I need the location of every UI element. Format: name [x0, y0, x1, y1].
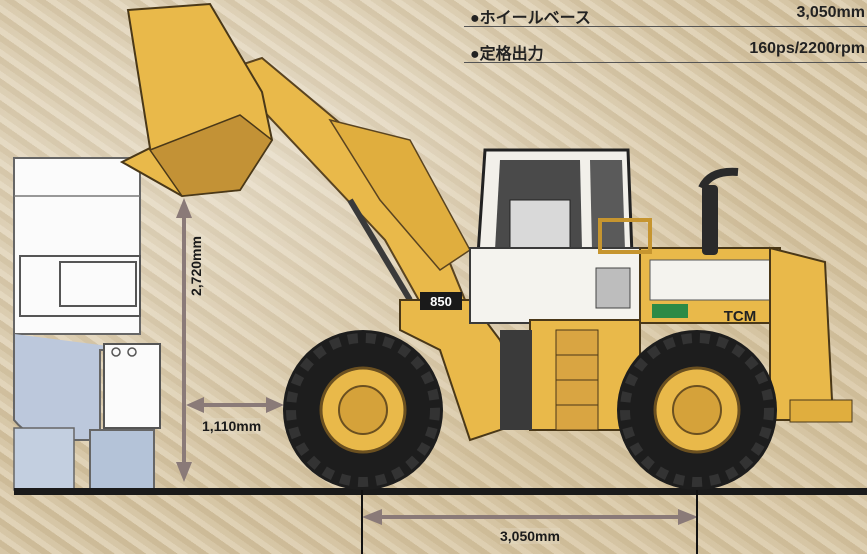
spec-row-rated-output: ●定格出力 160ps/2200rpm — [464, 36, 867, 63]
dump-truck — [13, 157, 161, 491]
clearance-dimension-label: 1,110mm — [202, 418, 262, 434]
spec-label: ●ホイールベース — [470, 10, 591, 27]
wheelbase-dimension-arrow — [362, 509, 698, 525]
spec-row-wheelbase: ●ホイールベース 3,050mm — [464, 0, 867, 27]
wheel-loader: 850 TCM — [119, 2, 853, 490]
height-dimension-label: 2,720mm — [188, 236, 204, 296]
rear-wheel — [617, 330, 777, 490]
height-dimension-arrow — [176, 198, 192, 482]
spec-value: 3,050mm — [796, 4, 866, 21]
front-wheel — [283, 330, 443, 490]
brand-label: TCM — [724, 308, 757, 325]
spec-label: ●定格出力 — [470, 46, 544, 63]
wheelbase-dimension-label: 3,050mm — [500, 528, 560, 544]
model-number-label: 850 — [430, 294, 452, 309]
clearance-dimension-arrow — [186, 397, 284, 413]
ground-line — [14, 488, 867, 495]
spec-value: 160ps/2200rpm — [749, 40, 865, 57]
